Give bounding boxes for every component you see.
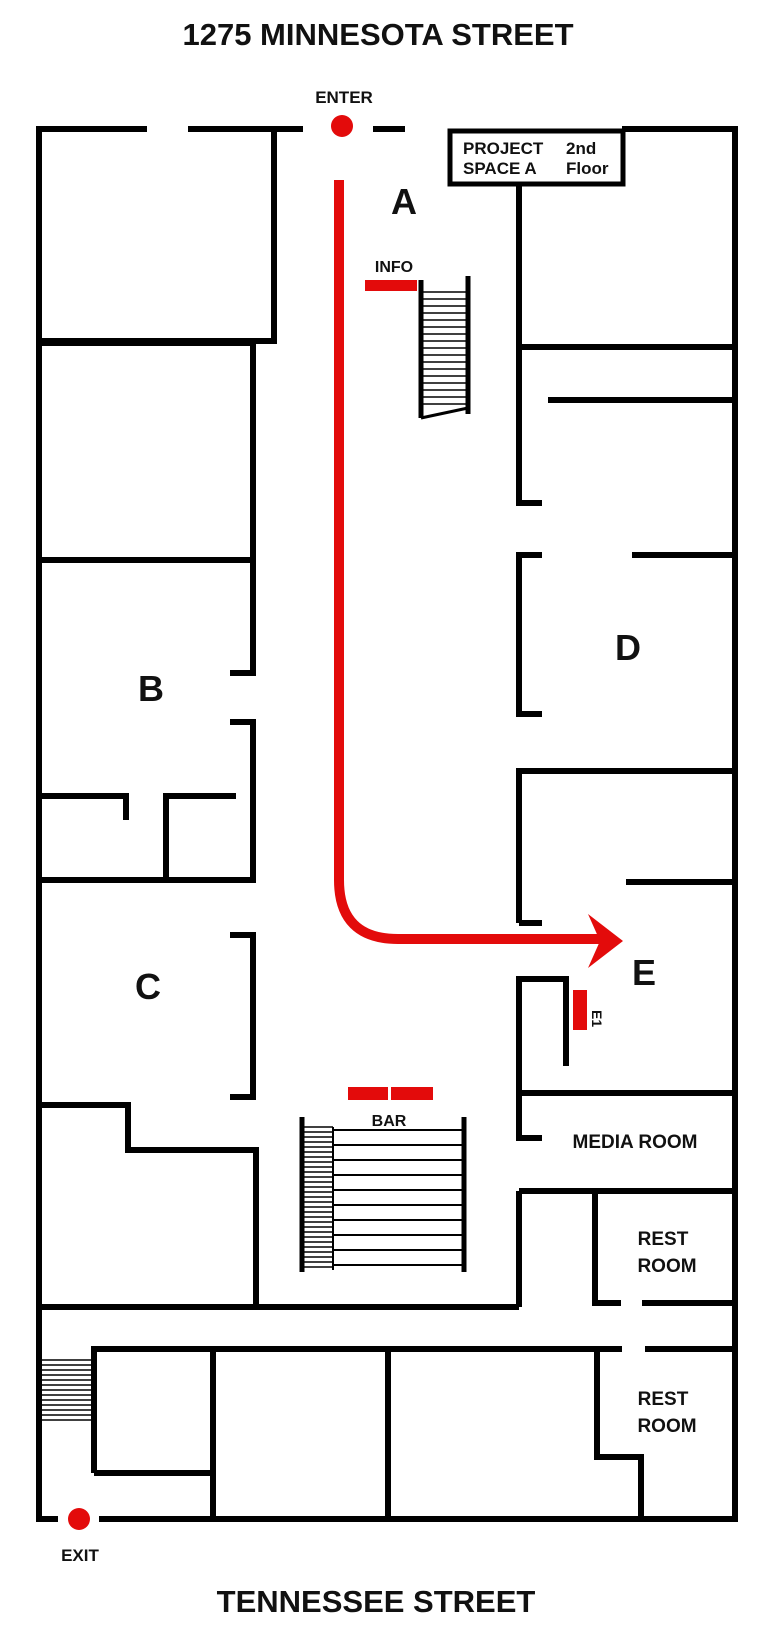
room-b-label: B [138,668,164,709]
media-room-label: MEDIA ROOM [573,1132,698,1153]
room-e-label: E [632,952,656,993]
rest-room-2-label-line1: REST [638,1389,689,1410]
bar-label: BAR [372,1113,407,1130]
project-space-box [447,128,626,187]
enter-label: ENTER [315,88,373,107]
second-floor-label-line2: Floor [566,159,609,178]
bar-counter-right [391,1087,433,1100]
exit-staircase [41,1359,92,1421]
building-walls [36,126,738,1522]
top-street-label: 1275 MINNESOTA STREET [182,17,573,52]
second-floor-label-line1: 2nd [566,139,596,158]
rest-room-1-label-line1: REST [638,1229,689,1250]
exit-marker-icon [68,1508,90,1530]
room-d-label: D [615,627,641,668]
rest-room-2-label-line2: ROOM [637,1416,696,1437]
info-desk-marker [365,280,417,291]
e1-label: E1 [589,1010,605,1027]
bar-staircase [299,1117,467,1272]
room-a-label: A [391,181,417,222]
enter-marker-icon [331,115,353,137]
route-arrow [334,180,623,968]
rest-room-1-label-line2: ROOM [637,1256,696,1277]
project-space-label-line2: SPACE A [463,159,537,178]
project-space-label-line1: PROJECT [463,139,544,158]
room-c-label: C [135,966,161,1007]
info-label: INFO [375,259,413,276]
e1-marker [573,990,587,1030]
upper-staircase [418,276,471,420]
exit-label: EXIT [61,1546,99,1565]
bar-counter-left [348,1087,388,1100]
bottom-street-label: TENNESSEE STREET [217,1584,536,1619]
